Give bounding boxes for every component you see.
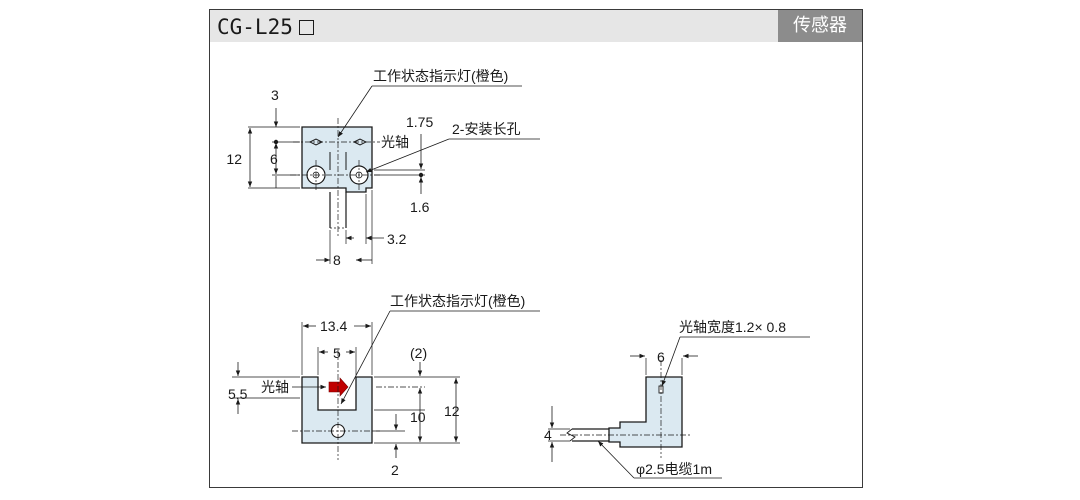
top-axis-label: 光轴 (381, 134, 409, 150)
top-dim-3: 3 (271, 87, 279, 103)
top-view-cable (329, 192, 347, 228)
indicator-led (328, 377, 349, 397)
model-title: CG-L25 (217, 14, 314, 40)
top-dim-1-75: 1.75 (406, 114, 433, 130)
front-view: 工作状态指示灯(橙色) 光轴 13.4 5 (2) 5.5 10 12 2 (228, 293, 540, 478)
side-dim-4: 4 (544, 427, 552, 443)
front-dim-2-paren: (2) (410, 345, 427, 361)
top-indicator-callout: 工作状态指示灯(橙色) (373, 68, 508, 84)
front-dim-5-5: 5.5 (228, 386, 248, 402)
drawing-frame: CG-L25 传感器 (209, 9, 863, 488)
top-dim-3-2: 3.2 (387, 231, 407, 247)
side-axis-width-callout: 光轴宽度1.2× 0.8 (679, 319, 786, 335)
front-axis-label: 光轴 (261, 379, 289, 395)
top-dim-12: 12 (226, 151, 242, 167)
title-bar: CG-L25 传感器 (210, 10, 862, 42)
front-dim-10: 10 (410, 409, 426, 425)
front-dim-2: 2 (391, 462, 399, 478)
top-slot-callout: 2-安装长孔 (452, 121, 520, 137)
front-indicator-callout: 工作状态指示灯(橙色) (390, 293, 525, 309)
front-dim-12: 12 (444, 403, 460, 419)
front-dim-13-4: 13.4 (320, 318, 347, 334)
model-name: CG-L25 (217, 15, 293, 39)
top-dim-6: 6 (270, 151, 278, 167)
square-symbol-icon (298, 20, 314, 35)
top-view: 工作状态指示灯(橙色) 2-安装长孔 光轴 3 1.75 12 6 1.6 3.… (226, 68, 540, 268)
side-view: 光轴宽度1.2× 0.8 6 4 φ2.5电缆1m (544, 319, 810, 479)
category-tag: 传感器 (778, 10, 862, 42)
top-dim-8: 8 (333, 252, 341, 268)
side-view-body (608, 376, 683, 448)
side-cable-callout: φ2.5电缆1m (636, 461, 712, 477)
side-dim-6: 6 (657, 349, 665, 365)
top-dim-1-6: 1.6 (410, 199, 430, 215)
front-dim-5: 5 (333, 345, 341, 361)
